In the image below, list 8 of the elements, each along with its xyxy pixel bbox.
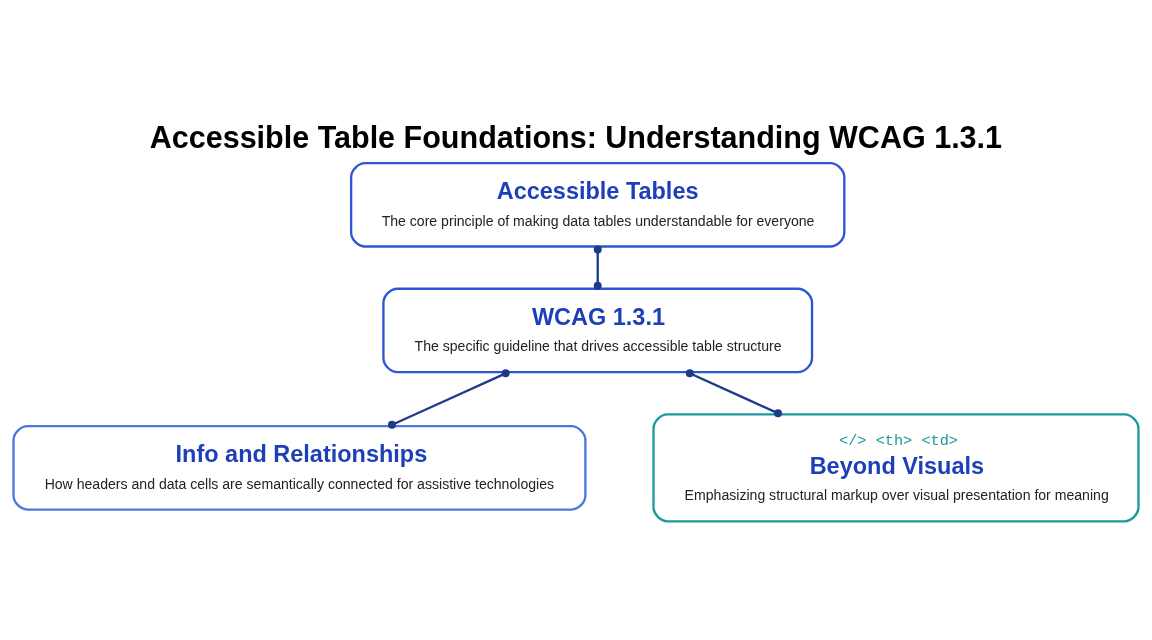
node-box: WCAG 1.3.1 The specific guideline that drives accessible table structure [382,287,814,373]
node-box: Accessible Tables The core principle of making data tables understandable for everyone [349,161,846,248]
node-box: </> <th> <td> Beyond Visuals Emphasizing structural markup over visual presentation for meaning [652,412,1140,522]
node-box: Info and Relationships How headers and data cells are semantically connected for assistive technologies [12,424,587,511]
connector [685,368,782,417]
connector [387,368,510,429]
diagram-title: Accessible Table Foundations: Understanding WCAG 1.3.1 [149,119,1003,154]
connector [593,245,602,290]
